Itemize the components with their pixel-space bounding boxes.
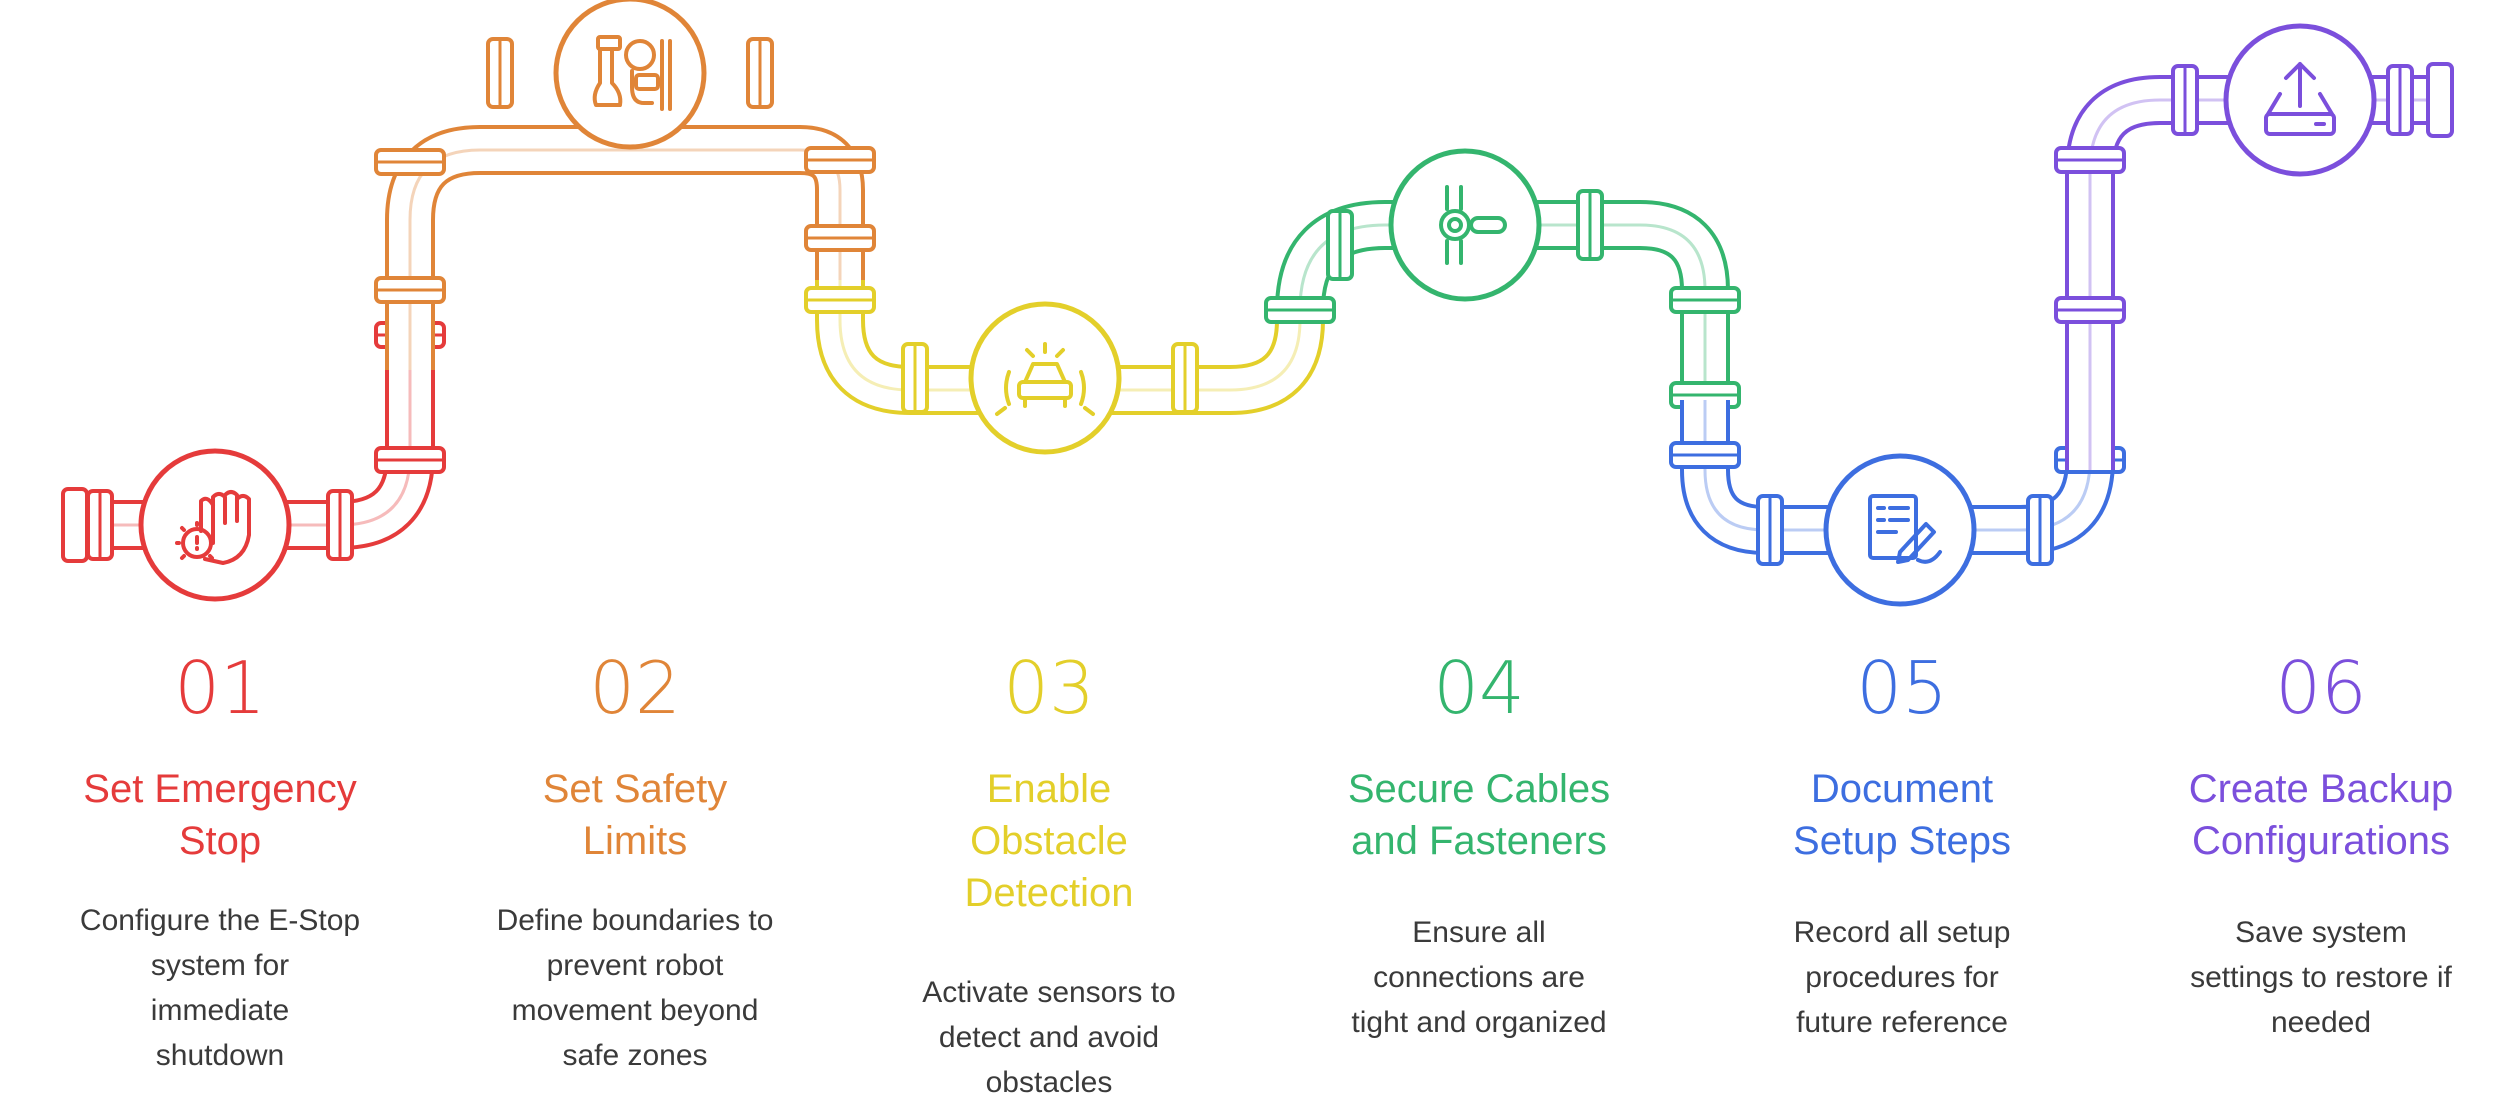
pipe-coupling <box>2026 494 2054 566</box>
step-6-number: 06 <box>2275 646 2367 730</box>
node-circle-5 <box>1823 453 1977 607</box>
pipe-coupling <box>1576 189 1604 261</box>
pipe-end-cap <box>61 487 89 563</box>
step-5-description: Record all setup procedures for future r… <box>1793 916 2011 1039</box>
pipe-coupling <box>374 276 446 304</box>
step-3-title: Enable Obstacle Detection <box>964 767 1134 915</box>
pipe-end-cap <box>2426 62 2454 138</box>
pipe-coupling <box>1326 209 1354 281</box>
step-1-description: Configure the E-Stop system for immediat… <box>79 904 361 1072</box>
step-2-number: 02 <box>589 646 681 730</box>
pipe-coupling <box>804 224 876 252</box>
step-4-number: 04 <box>1433 646 1525 730</box>
step-6-description: Save system settings to restore if neede… <box>2190 916 2452 1039</box>
step-2-description: Define boundaries to prevent robot movem… <box>496 904 774 1072</box>
pipe-coupling <box>374 148 446 176</box>
step-5-title: Document Setup Steps <box>1793 767 2011 863</box>
pipe-segment-2 <box>385 125 865 370</box>
step-1-number: 01 <box>174 646 266 730</box>
step-3-number: 03 <box>1003 646 1095 730</box>
pipe-coupling <box>2386 64 2414 136</box>
step-2-title: Set Safety Limits <box>542 767 728 863</box>
cable-connector-icon <box>1439 185 1507 265</box>
pipe-coupling <box>1171 342 1199 414</box>
pipe-coupling <box>1756 494 1784 566</box>
pipe-coupling <box>901 342 929 414</box>
pipe-segment-4 <box>1275 200 1730 400</box>
pipe-coupling <box>2054 146 2126 174</box>
robot-arm-boundary-icon <box>592 35 672 111</box>
pipe-coupling <box>326 489 354 561</box>
car-sensor-icon <box>995 342 1095 416</box>
step-4-title: Secure Cables and Fasteners <box>1347 767 1611 863</box>
pipe-coupling <box>1669 441 1741 469</box>
pipe-segment-5 <box>1680 400 2115 555</box>
pipe-coupling <box>374 446 446 474</box>
step-4-description: Ensure all connections are tight and org… <box>1351 916 1607 1039</box>
pipe-coupling <box>1264 296 1336 324</box>
pipe-coupling <box>1669 286 1741 314</box>
pipe-coupling <box>804 286 876 314</box>
hand-stop-gear-icon <box>175 490 251 565</box>
step-5-number: 05 <box>1856 646 1948 730</box>
pipe-coupling <box>2171 64 2199 136</box>
pipe-coupling <box>804 146 876 174</box>
node-circle-3 <box>968 301 1122 455</box>
upload-drive-icon <box>2264 62 2336 136</box>
pipe-coupling <box>86 489 114 561</box>
step-1-title: Set Emergency Stop <box>83 767 357 863</box>
step-6-title: Create Backup Configurations <box>2188 767 2454 863</box>
node-circle-4 <box>1388 148 1542 302</box>
step-3-description: Activate sensors to detect and avoid obs… <box>922 976 1176 1099</box>
pipe-coupling <box>486 37 514 109</box>
document-pen-icon <box>1868 494 1942 564</box>
pipe-coupling <box>746 37 774 109</box>
pipe-coupling <box>2054 296 2126 324</box>
